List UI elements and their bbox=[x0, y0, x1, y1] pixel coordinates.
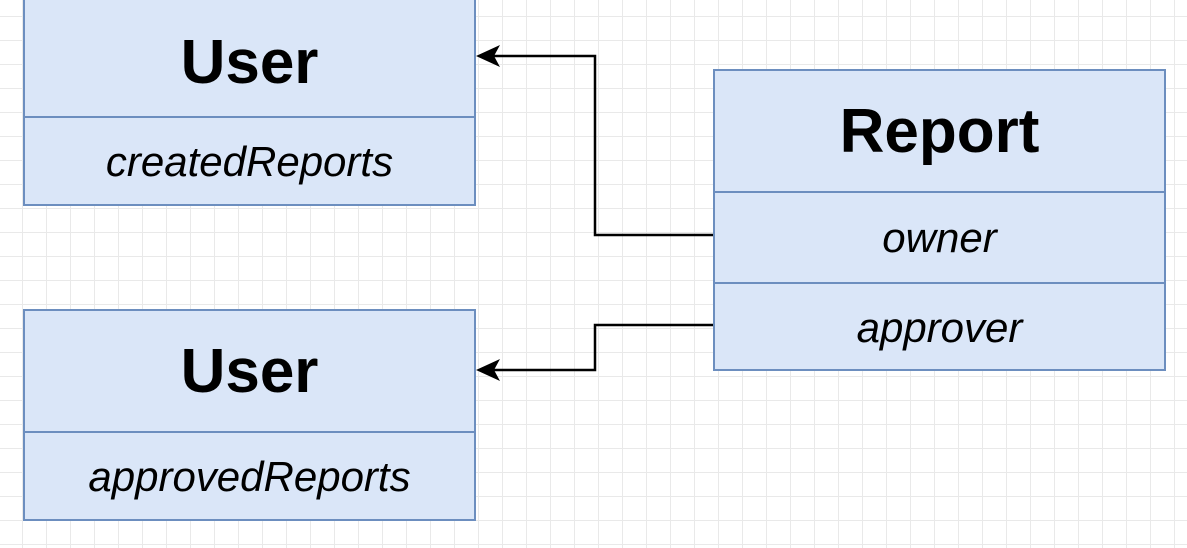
report-entity[interactable]: Report owner approver bbox=[713, 69, 1166, 371]
owner-connector[interactable] bbox=[476, 45, 713, 237]
user-entity-title: User bbox=[25, 311, 474, 433]
owner-connector-line bbox=[482, 54, 713, 237]
field-approver: approver bbox=[715, 282, 1164, 371]
user-entity-title: User bbox=[25, 0, 474, 118]
user-entity-bottom[interactable]: User approvedReports bbox=[23, 309, 476, 521]
owner-arrowhead-icon bbox=[476, 45, 500, 67]
approver-connector-line bbox=[482, 323, 713, 372]
field-owner: owner bbox=[882, 213, 997, 261]
user-entity-top[interactable]: User createdReports bbox=[23, 0, 476, 206]
field-created-reports: createdReports bbox=[105, 138, 394, 185]
field-approved-reports: approvedReports bbox=[88, 453, 411, 500]
approver-connector[interactable] bbox=[476, 323, 713, 381]
report-entity-title: Report bbox=[715, 71, 1164, 193]
approver-arrowhead-icon bbox=[476, 359, 500, 381]
